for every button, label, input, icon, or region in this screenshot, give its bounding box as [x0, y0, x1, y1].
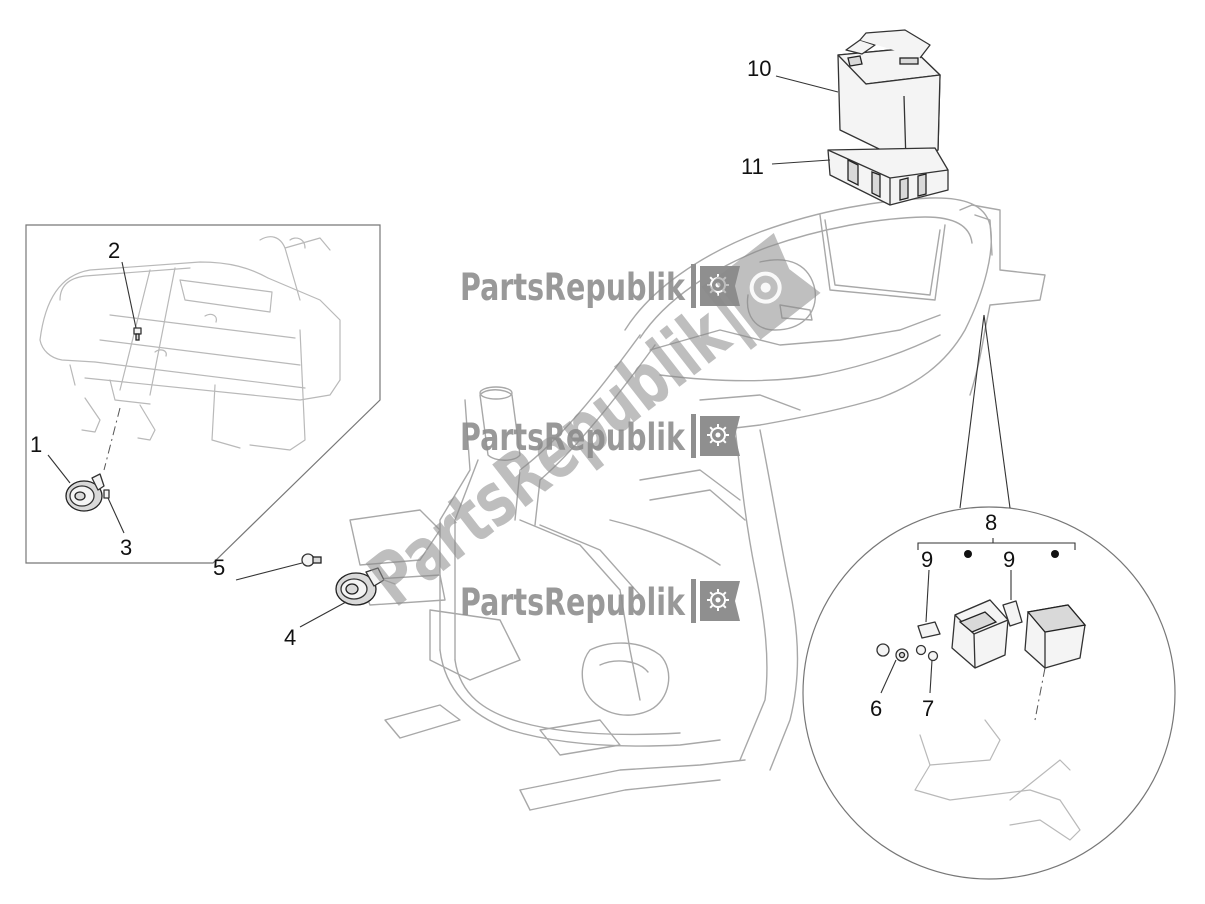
detail-leader-right	[983, 314, 1011, 509]
leader-3	[107, 497, 125, 534]
part-11-battery-tray	[827, 147, 949, 206]
callout-9-right: 9	[1003, 547, 1015, 572]
callout-6: 6	[870, 696, 882, 721]
assembly-axis	[103, 407, 121, 471]
relay-cover	[1024, 604, 1087, 669]
callout-4: 4	[284, 625, 296, 650]
watermark-text: PartsRepublik	[460, 266, 686, 309]
callout-11: 11	[741, 154, 764, 179]
leader-10	[775, 75, 839, 93]
part-2-screw	[133, 327, 142, 341]
kit-dot-1	[964, 550, 972, 558]
leader-6	[880, 659, 897, 694]
relay-detail-circle	[802, 314, 1176, 880]
leader-11	[771, 159, 831, 165]
callout-10: 10	[747, 56, 771, 81]
kit-bracket	[917, 542, 1076, 550]
fuse-right	[1002, 600, 1023, 627]
leader-9a	[925, 569, 930, 623]
detail-circle-outline	[802, 506, 1176, 880]
gear-icon	[707, 589, 729, 611]
watermark-bottom: PartsRepublik	[460, 579, 740, 624]
detail-leader-left	[959, 314, 985, 509]
part-10-battery	[837, 29, 941, 163]
callout-labels: 10 11 2 1 3 5 4 8 9 9 6 7	[30, 56, 1015, 721]
callout-2: 2	[108, 238, 120, 263]
watermark-middle: PartsRepublik	[460, 414, 740, 459]
part-6-screw	[876, 643, 909, 662]
scooter-frame	[349, 197, 1046, 811]
leader-1	[47, 454, 71, 484]
callout-7: 7	[922, 696, 934, 721]
gear-icon	[749, 271, 782, 304]
callout-8: 8	[985, 510, 997, 535]
leader-lines	[47, 75, 1012, 694]
callout-5: 5	[213, 555, 225, 580]
callout-9-left: 9	[921, 547, 933, 572]
watermark-text: PartsRepublik	[460, 416, 686, 459]
gear-icon	[707, 424, 729, 446]
watermark-text: PartsRepublik	[460, 581, 686, 624]
leader-7	[929, 659, 933, 694]
kit-dot-2	[1051, 550, 1059, 558]
part-4-horn	[335, 567, 396, 606]
callout-3: 3	[120, 535, 132, 560]
leader-2	[121, 261, 137, 329]
leader-5	[235, 562, 303, 581]
fuse-left	[917, 621, 941, 639]
relay-axis	[1034, 667, 1046, 721]
part-5-bolt	[301, 553, 322, 567]
watermark-text-diagonal: PartsRepublik	[353, 290, 746, 623]
part-3-pin	[103, 489, 110, 499]
part-7-washer	[915, 644, 939, 662]
front-carrier-rack	[39, 236, 341, 451]
relay-part	[951, 599, 1009, 669]
part-1-horn	[65, 473, 105, 512]
leader-4	[299, 601, 347, 628]
callout-1: 1	[30, 432, 42, 457]
detail-box-outline	[25, 224, 381, 564]
carrier-detail-box	[25, 224, 381, 564]
